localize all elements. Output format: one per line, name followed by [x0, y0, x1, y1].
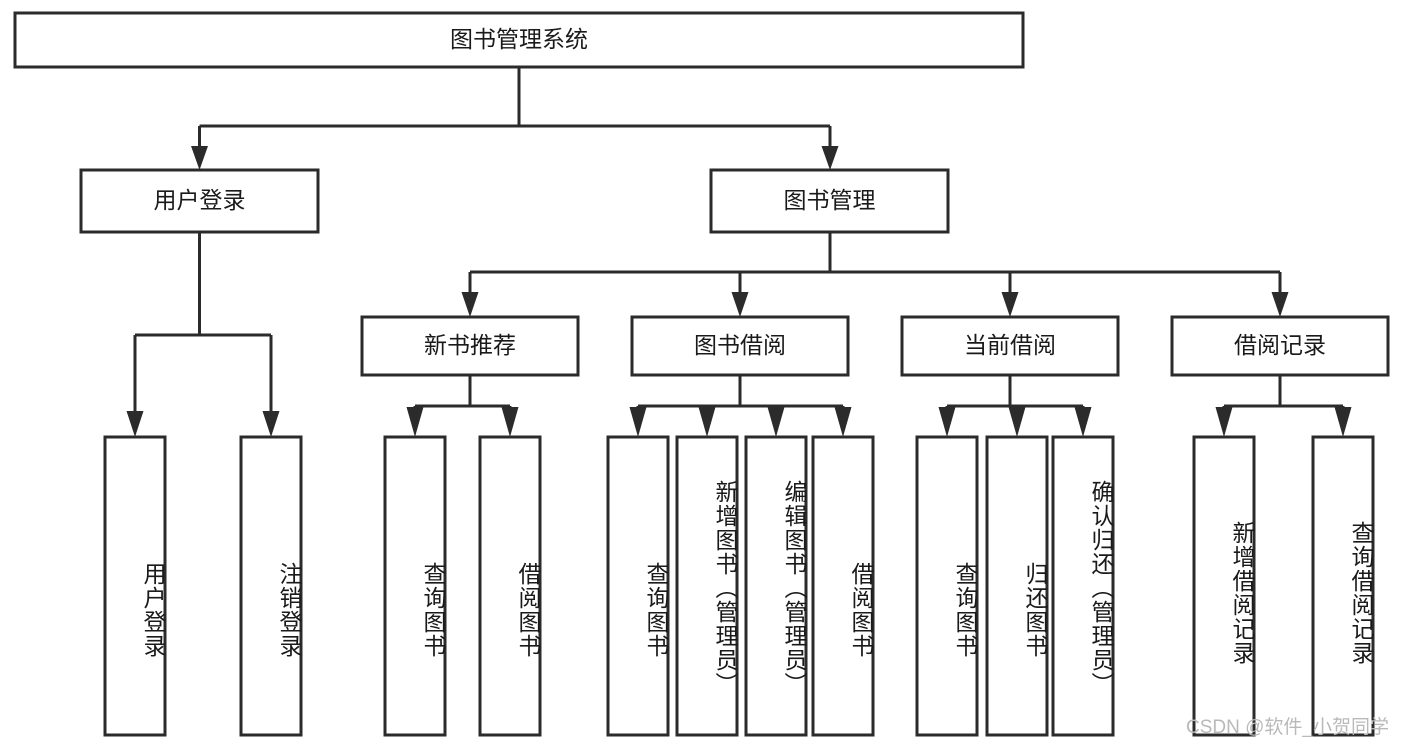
arrow-head-leaf-user-logout: [262, 411, 280, 437]
node-box-borrow-record[interactable]: [1170, 315, 1390, 377]
node-box-leaf-query-book-borrow[interactable]: [606, 435, 670, 737]
node-box-leaf-confirm-return-admin[interactable]: [1051, 435, 1115, 737]
node-box-leaf-borrow-book[interactable]: [811, 435, 875, 737]
arrow-head-leaf-edit-book-admin: [767, 407, 785, 437]
connector-group-book-management: [461, 232, 1289, 317]
node-label-root: 图书管理系统: [450, 26, 588, 52]
node-label-new-book-recommend: 新书推荐: [424, 332, 516, 358]
connector-group-root: [191, 67, 839, 170]
node-box-root[interactable]: [13, 11, 1025, 69]
arrow-head-book-borrow: [731, 292, 749, 317]
arrow-head-leaf-query-borrow-record: [1334, 407, 1352, 437]
arrow-head-new-book-recommend: [461, 292, 479, 317]
watermark-text: CSDN @软件_小贺同学: [1186, 717, 1389, 738]
arrow-head-leaf-user-login: [126, 411, 144, 437]
arrow-head-leaf-borrow-book-recommend: [501, 407, 519, 437]
node-box-leaf-user-login[interactable]: [103, 435, 167, 737]
arrow-head-leaf-query-book-recommend: [406, 407, 424, 437]
node-box-leaf-edit-book-admin[interactable]: [744, 435, 808, 737]
arrow-head-leaf-confirm-return-admin: [1074, 407, 1092, 437]
connector-group-new-book-recommend: [406, 375, 519, 437]
arrow-head-leaf-query-book-borrow: [629, 407, 647, 437]
node-box-leaf-query-book-current[interactable]: [915, 435, 979, 737]
node-box-book-borrow[interactable]: [630, 315, 850, 377]
node-box-leaf-user-logout[interactable]: [239, 435, 303, 737]
node-box-current-borrow[interactable]: [900, 315, 1120, 377]
arrow-head-book-management: [821, 146, 839, 170]
connector-group-book-borrow: [629, 375, 852, 437]
node-box-book-management[interactable]: [709, 168, 950, 234]
arrow-head-leaf-borrow-book: [834, 407, 852, 437]
connector-group-user-login: [126, 232, 280, 437]
node-box-new-book-recommend[interactable]: [360, 315, 580, 377]
arrow-head-leaf-return-book: [1008, 407, 1026, 437]
node-box-leaf-borrow-book-recommend[interactable]: [478, 435, 542, 737]
arrow-head-borrow-record: [1271, 292, 1289, 317]
node-label-book-management: 图书管理: [784, 187, 876, 213]
node-label-user-login: 用户登录: [154, 187, 246, 213]
arrow-head-leaf-query-book-current: [938, 407, 956, 437]
node-box-leaf-query-book-recommend[interactable]: [383, 435, 447, 737]
node-box-leaf-add-book-admin[interactable]: [675, 435, 739, 737]
node-box-leaf-return-book[interactable]: [985, 435, 1049, 737]
arrow-head-leaf-add-borrow-record: [1215, 407, 1233, 437]
node-box-leaf-add-borrow-record[interactable]: [1192, 435, 1256, 737]
node-box-leaf-query-borrow-record[interactable]: [1311, 435, 1375, 737]
node-label-current-borrow: 当前借阅: [964, 332, 1056, 358]
node-label-book-borrow: 图书借阅: [694, 332, 786, 358]
node-box-user-login[interactable]: [79, 168, 320, 234]
node-label-borrow-record: 借阅记录: [1234, 332, 1326, 358]
connector-group-borrow-record: [1215, 375, 1352, 437]
arrow-head-current-borrow: [1001, 292, 1019, 317]
connector-group-current-borrow: [938, 375, 1092, 437]
arrow-head-user-login: [191, 146, 208, 170]
arrow-head-leaf-add-book-admin: [698, 407, 716, 437]
